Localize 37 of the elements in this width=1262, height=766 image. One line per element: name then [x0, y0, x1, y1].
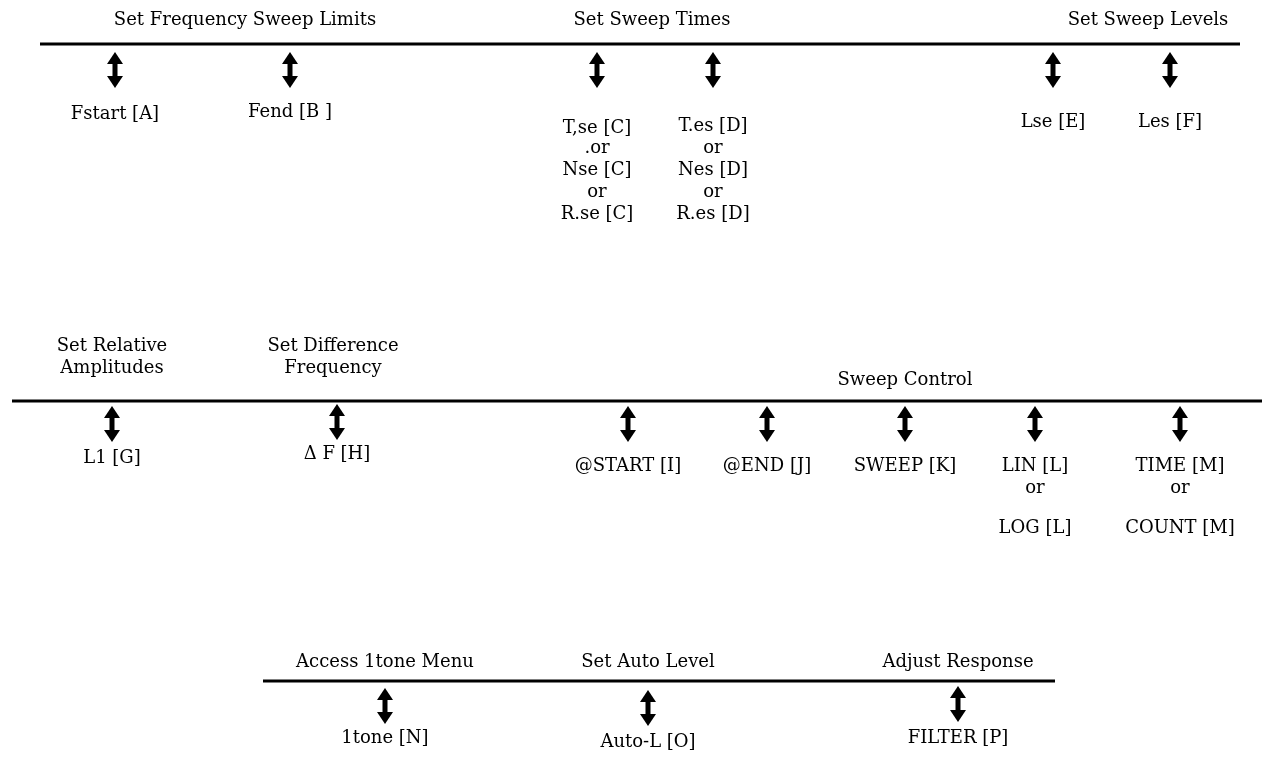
group-heading: Set Sweep Times — [573, 8, 731, 30]
group-heading: Set Sweep Levels — [1067, 8, 1229, 30]
group-heading: Set Auto Level — [581, 650, 715, 672]
group-heading: Set Relative Amplitudes — [55, 334, 169, 378]
softkey-label: Δ F [H] — [303, 442, 371, 464]
softkey-label: Nse [C] — [562, 158, 632, 180]
softkey-label: COUNT [M] — [1125, 516, 1235, 538]
softkey-label: or — [1170, 476, 1190, 498]
softkey-label: or — [703, 180, 723, 202]
softkey-label: TIME [M] — [1135, 454, 1225, 476]
softkey-label: L1 [G] — [83, 446, 141, 468]
softkey-label: @END [J] — [722, 454, 812, 476]
softkey-label: Les [F] — [1137, 110, 1203, 132]
softkey-label: LIN [L] — [1001, 454, 1069, 476]
softkey-label: @START [I] — [574, 454, 682, 476]
group-heading: Adjust Response — [882, 650, 1034, 672]
softkey-label: Fstart [A] — [70, 102, 160, 124]
softkey-label: or — [703, 136, 723, 158]
group-heading: Set Difference Frequency — [266, 334, 400, 378]
softkey-label: R.se [C] — [560, 202, 634, 224]
group-heading: Sweep Control — [837, 368, 973, 390]
softkey-label: FILTER [P] — [907, 726, 1009, 748]
softkey-label: Fend [B ] — [248, 100, 332, 122]
softkey-label: SWEEP [K] — [853, 454, 957, 476]
softkey-label: .or — [584, 136, 610, 158]
softkey-label: 1tone [N] — [341, 726, 429, 748]
softkey-label: R.es [D] — [676, 202, 750, 224]
softkey-label: or — [1025, 476, 1045, 498]
group-heading: Access 1tone Menu — [296, 650, 474, 672]
softkey-label: Auto-L [O] — [600, 730, 696, 752]
softkey-label: T,se [C] — [562, 116, 632, 138]
group-heading: Set Frequency Sweep Limits — [113, 8, 377, 30]
softkey-label: Lse [E] — [1020, 110, 1086, 132]
softkey-label: LOG [L] — [998, 516, 1072, 538]
softkey-label: Nes [D] — [678, 158, 748, 180]
softkey-label: or — [587, 180, 607, 202]
softkey-label: T.es [D] — [678, 114, 748, 136]
